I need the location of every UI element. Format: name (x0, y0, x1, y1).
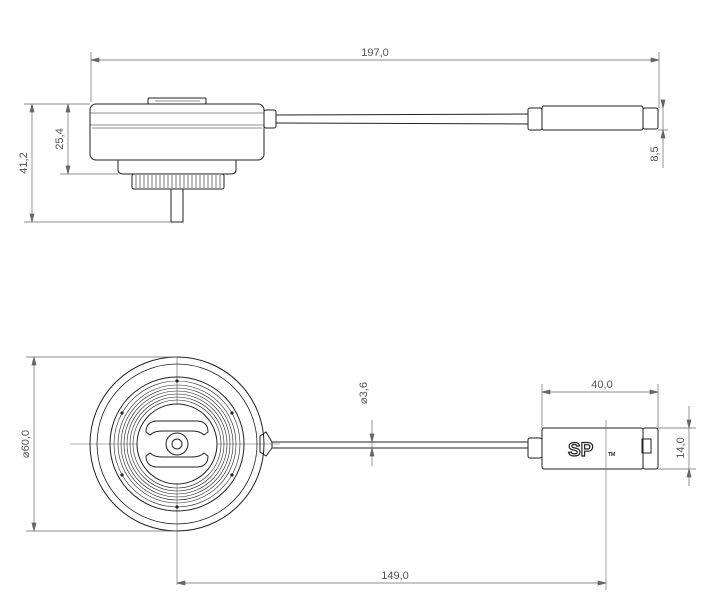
sp-logo-mark: TM (608, 452, 615, 458)
side-cable-bottom (275, 122, 529, 125)
dim-plug-length: 40,0 (591, 379, 612, 391)
top-plug-button (641, 438, 652, 454)
side-plug-tip (642, 107, 659, 130)
side-cable-top (275, 113, 529, 116)
dim-plug-width: 14,0 (675, 437, 687, 458)
sp-logo: SP TM (567, 439, 615, 461)
top-mount-holes (120, 379, 234, 509)
top-spiral-grooves (117, 384, 237, 504)
dim-cable-diameter: ⌀3,6 (358, 382, 370, 404)
side-strain-relief (263, 109, 277, 129)
top-view (70, 356, 659, 590)
dim-diameter: ⌀60,0 (20, 430, 32, 458)
side-plug-body (541, 105, 644, 131)
dim-body-height: 25,4 (54, 128, 66, 149)
top-dimensions (26, 356, 696, 586)
side-main-body (89, 103, 265, 161)
top-plug-tip (642, 427, 659, 470)
top-slot-upper (145, 420, 209, 436)
dim-plug-height: 8,5 (649, 146, 661, 161)
sp-logo-text: SP (568, 440, 594, 461)
top-plug-collar (527, 437, 543, 459)
side-view (89, 97, 659, 223)
side-pin (170, 188, 184, 223)
top-center-boss (165, 432, 189, 456)
side-plug-collar (527, 107, 543, 131)
dim-total-length: 197,0 (361, 47, 389, 59)
dim-total-height: 41,2 (18, 152, 30, 173)
top-inner-plate (136, 403, 218, 485)
side-gear-ring (131, 173, 225, 190)
side-dimensions (24, 52, 668, 223)
side-gear-teeth (135, 175, 221, 188)
dim-center-distance: 149,0 (381, 570, 409, 582)
top-slot-lower (145, 452, 209, 468)
